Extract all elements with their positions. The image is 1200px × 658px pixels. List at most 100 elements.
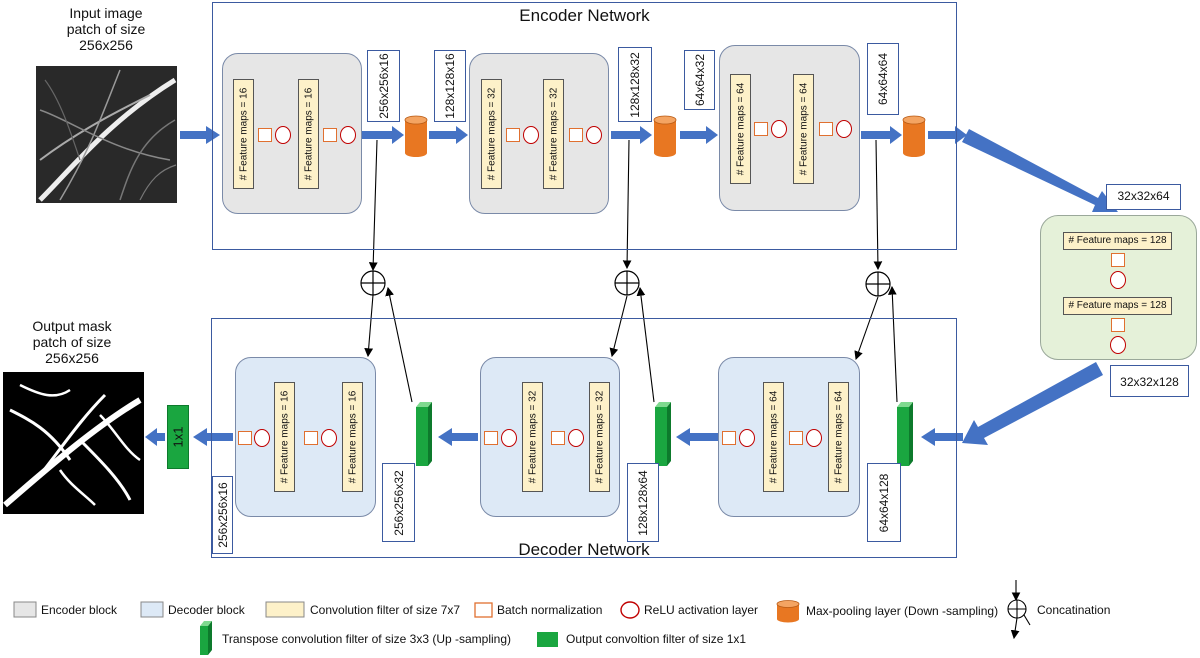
decoder-block-1: # Feature maps = 16 # Feature maps = 16 <box>235 357 376 517</box>
relu-icon <box>254 429 270 447</box>
batch-norm-icon <box>754 122 768 136</box>
concat-nodes <box>360 270 891 297</box>
conv-filter: # Feature maps = 16 <box>298 79 319 189</box>
size-label: 256x256x32 <box>382 463 415 542</box>
relu-icon <box>739 429 755 447</box>
batch-norm-icon <box>722 431 736 445</box>
batch-norm-icon <box>789 431 803 445</box>
conv-filter: # Feature maps = 16 <box>274 382 295 492</box>
bottleneck-block: # Feature maps = 128 # Feature maps = 12… <box>1040 215 1197 360</box>
relu-icon <box>523 126 539 144</box>
relu-icon <box>771 120 787 138</box>
legend-relu: ReLU activation layer <box>644 603 759 617</box>
conv-label: # Feature maps = 64 <box>735 82 746 176</box>
batch-norm-icon <box>258 128 272 142</box>
output-conv-label: 1x1 <box>170 426 186 448</box>
size-label: 128x128x64 <box>627 463 659 542</box>
batch-norm-icon <box>484 431 498 445</box>
input-caption-line-2: patch of size <box>66 21 146 37</box>
relu-icon <box>321 429 337 447</box>
size-label-text: 128x128x32 <box>628 51 642 118</box>
conv-label: # Feature maps = 64 <box>833 390 844 484</box>
batch-norm-icon <box>569 128 583 142</box>
bottleneck-input-label: 32x32x64 <box>1106 184 1181 210</box>
bottleneck-output-label: 32x32x128 <box>1110 365 1189 397</box>
relu-icon <box>275 126 291 144</box>
conv-filter: # Feature maps = 64 <box>793 74 814 184</box>
size-label-text: 64x64x32 <box>692 53 707 107</box>
output-caption-line-3: 256x256 <box>45 350 99 366</box>
size-label: 64x64x128 <box>867 463 901 542</box>
size-label: 64x64x64 <box>867 43 899 115</box>
relu-icon <box>568 429 584 447</box>
conv-label: # Feature maps = 16 <box>279 390 290 484</box>
size-label-text: 64x64x128 <box>877 473 891 532</box>
conv-filter: # Feature maps = 64 <box>730 74 751 184</box>
conv-label: # Feature maps = 64 <box>768 390 779 484</box>
encoder-title: Encoder Network <box>519 6 650 25</box>
concat-node-1 <box>360 270 386 296</box>
legend-max-pool: Max-pooling layer (Down -sampling) <box>806 604 999 618</box>
conv-filter: # Feature maps = 64 <box>828 382 849 492</box>
conv-filter: # Feature maps = 128 <box>1063 297 1172 315</box>
concat-node-3 <box>865 271 891 297</box>
conv-label: # Feature maps = 16 <box>238 87 249 181</box>
legend-encoder-block: Encoder block <box>41 603 118 617</box>
output-conv-1x1: 1x1 <box>167 405 189 469</box>
output-mask-image <box>3 372 144 514</box>
relu-icon <box>501 429 517 447</box>
conv-filter: # Feature maps = 64 <box>763 382 784 492</box>
size-label-text: 256x256x16 <box>215 482 230 548</box>
conv-filter: # Feature maps = 32 <box>589 382 610 492</box>
legend-transpose-conv: Transpose convolution filter of size 3x3… <box>222 632 512 646</box>
relu-icon <box>1110 336 1126 354</box>
conv-label: # Feature maps = 32 <box>486 87 497 181</box>
size-label-text: 128x128x64 <box>636 469 650 536</box>
conv-label: # Feature maps = 32 <box>548 87 559 181</box>
legend-concatenation: Concatination <box>1037 603 1111 617</box>
output-caption-line-2: patch of size <box>32 334 112 350</box>
size-label: 128x128x32 <box>618 47 652 122</box>
input-caption-line-1: Input image <box>69 5 143 21</box>
decoder-title: Decoder Network <box>518 540 650 559</box>
batch-norm-icon <box>1111 253 1125 267</box>
encoder-block-3: # Feature maps = 64 # Feature maps = 64 <box>719 45 860 211</box>
conv-filter: # Feature maps = 16 <box>342 382 363 492</box>
size-label: 128x128x16 <box>434 50 466 122</box>
input-caption-line-3: 256x256 <box>79 37 133 53</box>
batch-norm-icon <box>819 122 833 136</box>
legend-decoder-block: Decoder block <box>168 603 245 617</box>
input-image <box>36 66 177 203</box>
relu-icon <box>340 126 356 144</box>
size-label: 256x256x16 <box>367 50 400 122</box>
conv-label: # Feature maps = 16 <box>347 390 358 484</box>
size-label-text: 128x128x16 <box>443 53 457 119</box>
conv-label: # Feature maps = 32 <box>527 390 538 484</box>
decoder-network <box>211 318 957 558</box>
size-label-text: 256x256x32 <box>391 469 406 536</box>
conv-filter: # Feature maps = 32 <box>522 382 543 492</box>
output-caption-line-1: Output mask <box>32 318 112 334</box>
batch-norm-icon <box>506 128 520 142</box>
batch-norm-icon <box>238 431 252 445</box>
decoder-block-3: # Feature maps = 64 # Feature maps = 64 <box>718 357 860 517</box>
input-caption: Input image patch of size 256x256 <box>40 5 172 53</box>
conv-filter: # Feature maps = 32 <box>481 79 502 189</box>
conv-filter: # Feature maps = 128 <box>1063 232 1172 250</box>
batch-norm-icon <box>1111 318 1125 332</box>
batch-norm-icon <box>304 431 318 445</box>
relu-icon <box>836 120 852 138</box>
conv-label: # Feature maps = 64 <box>798 82 809 176</box>
legend-output-conv: Output convoltion filter of size 1x1 <box>566 632 747 646</box>
relu-icon <box>1110 271 1126 289</box>
size-label-text: 64x64x64 <box>876 52 890 106</box>
batch-norm-icon <box>551 431 565 445</box>
conv-label: # Feature maps = 16 <box>303 87 314 181</box>
decoder-block-2: # Feature maps = 32 # Feature maps = 32 <box>480 357 620 517</box>
encoder-block-2: # Feature maps = 32 # Feature maps = 32 <box>469 53 609 214</box>
relu-icon <box>586 126 602 144</box>
conv-filter: # Feature maps = 16 <box>233 79 254 189</box>
size-label: 256x256x16 <box>212 476 233 554</box>
size-label: 64x64x32 <box>684 50 715 110</box>
relu-icon <box>806 429 822 447</box>
